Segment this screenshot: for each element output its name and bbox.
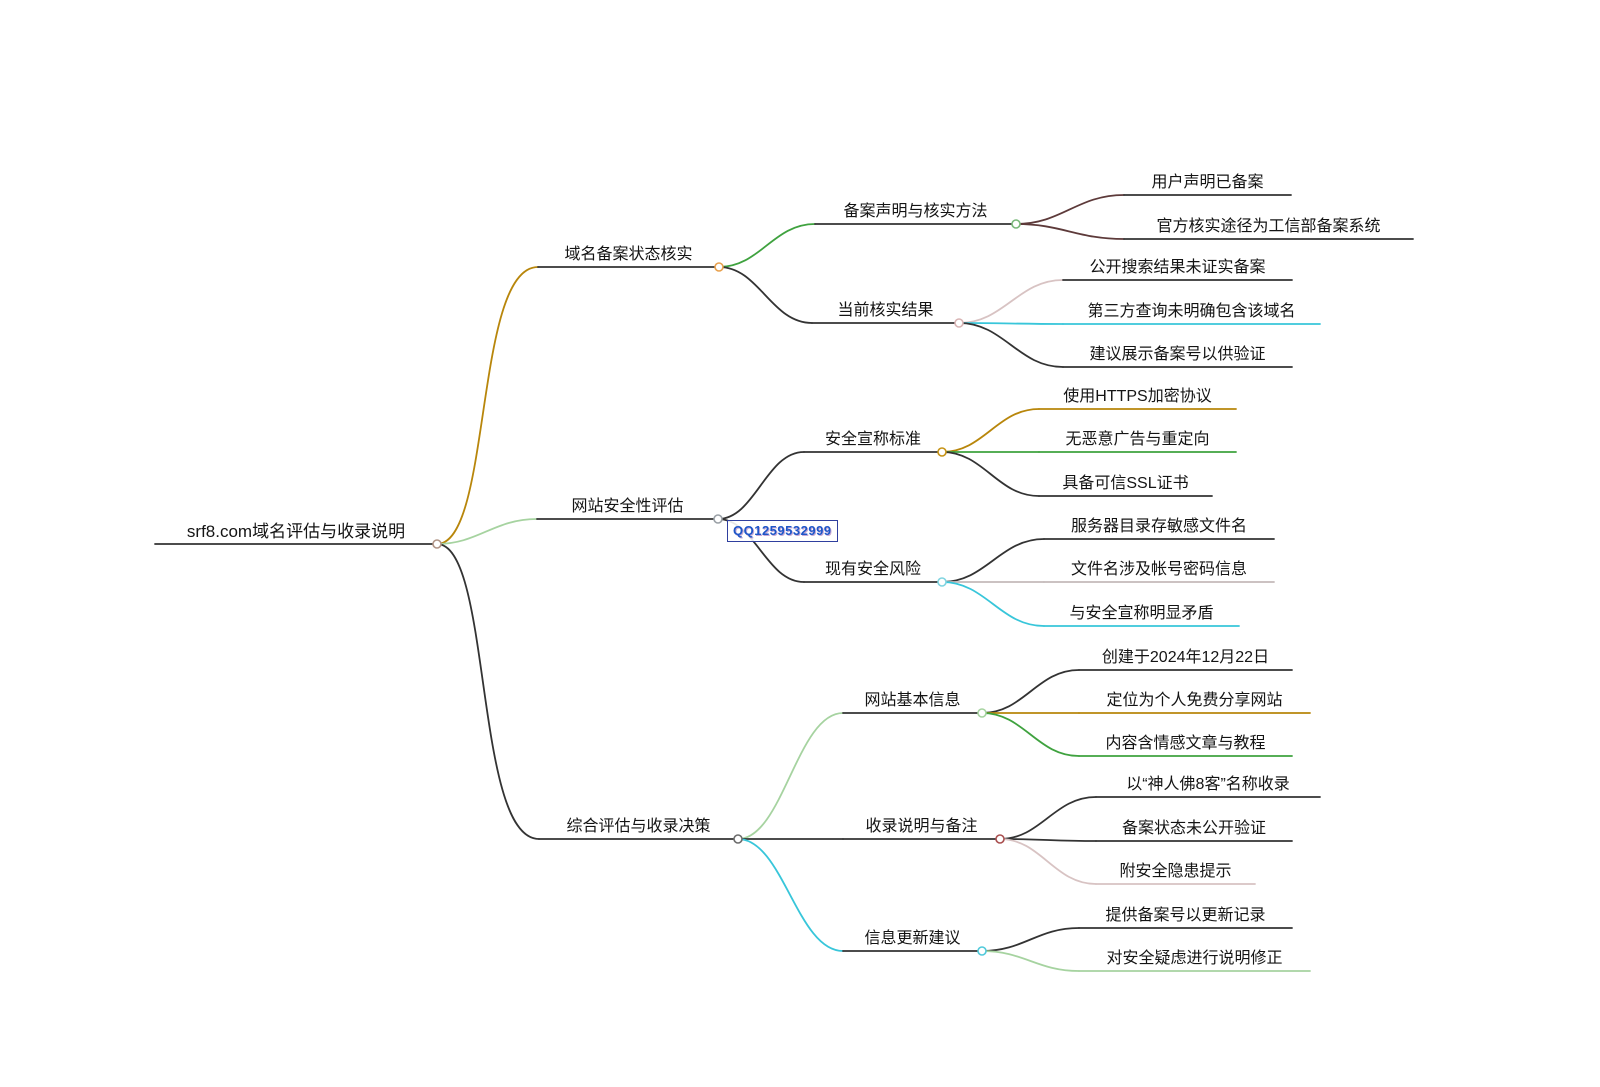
edge	[941, 538, 1045, 583]
node-branch-overall-decision: 综合评估与收录决策	[566, 818, 711, 835]
node-dot	[733, 834, 743, 844]
node-dot	[995, 834, 1005, 844]
edge	[737, 712, 844, 840]
node-dot	[714, 262, 724, 272]
leaf-contradicts-security-claims: 与安全宣称明显矛盾	[1069, 605, 1214, 622]
node-existing-security-risks: 现有安全风险	[824, 561, 921, 578]
leaf-thirdparty-query-unclear: 第三方查询未明确包含该域名	[1087, 303, 1296, 320]
leaf-official-verification-channel: 官方核实途径为工信部备案系统	[1156, 218, 1381, 235]
node-dots	[432, 219, 1021, 956]
edge	[717, 451, 805, 520]
leaf-account-password-info: 文件名涉及帐号密码信息	[1070, 561, 1247, 578]
edge	[718, 266, 813, 324]
node-inclusion-notes: 收录说明与备注	[865, 818, 978, 835]
node-root: srf8.com域名评估与收录说明	[186, 522, 406, 541]
node-dot	[1011, 219, 1021, 229]
leaf-trusted-ssl-cert: 具备可信SSL证书	[1062, 475, 1189, 492]
edge	[958, 322, 1064, 368]
leaf-filing-not-publicly-verified: 备案状态未公开验证	[1121, 820, 1266, 837]
node-dot	[713, 514, 723, 524]
leaf-provide-filing-number-update: 提供备案号以更新记录	[1105, 907, 1266, 924]
edge	[941, 581, 1045, 627]
node-dot	[977, 708, 987, 718]
node-dot	[977, 946, 987, 956]
node-site-basic-info: 网站基本信息	[864, 692, 961, 709]
edge	[999, 838, 1097, 842]
edge	[958, 322, 1064, 325]
node-dot	[937, 577, 947, 587]
leaf-created-date: 创建于2024年12月22日	[1101, 649, 1270, 666]
node-filing-declaration: 备案声明与核实方法	[843, 203, 988, 220]
leaf-content-emotion-tutorials: 内容含情感文章与教程	[1105, 735, 1266, 752]
edge	[1015, 223, 1125, 240]
leaf-suggest-show-filing-number: 建议展示备案号以供验证	[1089, 346, 1266, 363]
edge	[958, 279, 1064, 324]
edge	[436, 266, 539, 545]
edge	[981, 927, 1080, 952]
leaf-user-declared-filed: 用户声明已备案	[1151, 174, 1264, 191]
edge	[981, 712, 1080, 757]
node-dot	[937, 447, 947, 457]
edge	[436, 543, 540, 840]
node-branch-security-evaluation: 网站安全性评估	[571, 498, 684, 515]
edge	[436, 518, 538, 545]
node-info-update-suggestions: 信息更新建议	[864, 930, 961, 947]
edge	[737, 838, 844, 952]
edge	[1015, 194, 1125, 225]
edge	[718, 223, 816, 268]
edges	[436, 194, 1125, 972]
edge	[999, 838, 1097, 885]
edge	[981, 950, 1080, 972]
edge	[981, 669, 1080, 714]
leaf-sensitive-filenames: 服务器目录存敏感文件名	[1070, 518, 1247, 535]
qq-watermark: QQ1259532999	[727, 520, 838, 542]
edge	[999, 796, 1097, 840]
leaf-personal-free-sharing-site: 定位为个人免费分享网站	[1106, 692, 1283, 709]
leaf-clarify-security-doubts: 对安全疑虑进行说明修正	[1106, 950, 1283, 967]
leaf-no-malicious-ads: 无恶意广告与重定向	[1065, 431, 1210, 448]
node-underlines	[154, 194, 1414, 972]
node-branch-filing-status: 域名备案状态核实	[564, 246, 693, 263]
node-dot	[432, 539, 442, 549]
edge	[941, 408, 1040, 453]
leaf-security-risk-note: 附安全隐患提示	[1119, 863, 1232, 880]
leaf-included-under-name: 以“神人佛8客”名称收录	[1126, 776, 1290, 793]
node-dot	[954, 318, 964, 328]
node-security-claims: 安全宣称标准	[824, 431, 921, 448]
node-current-verification-result: 当前核实结果	[837, 302, 934, 319]
edge	[941, 451, 1040, 497]
leaf-public-search-unconfirmed: 公开搜索结果未证实备案	[1089, 259, 1266, 276]
leaf-https-encryption: 使用HTTPS加密协议	[1063, 388, 1212, 405]
